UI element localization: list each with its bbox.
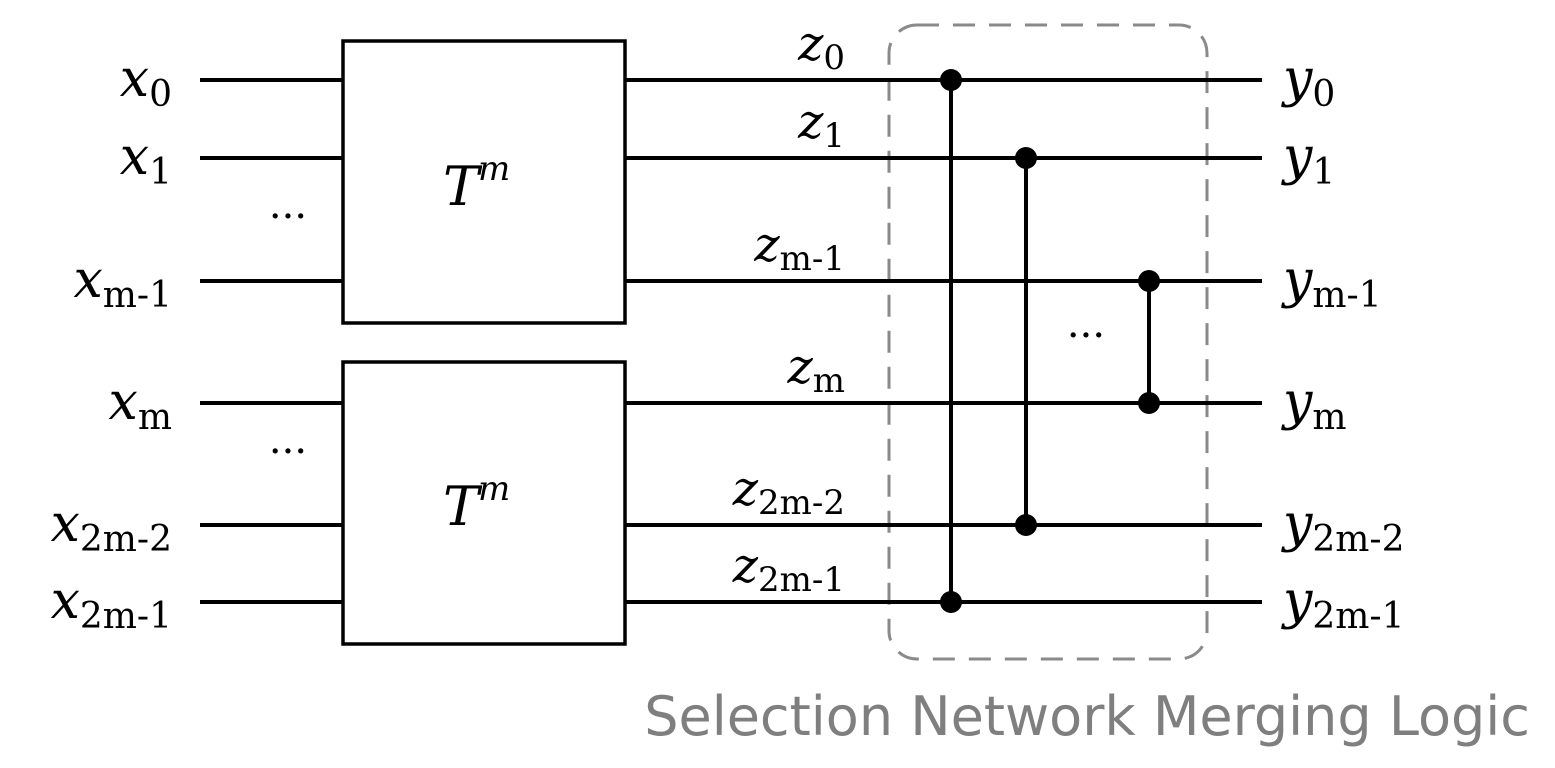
block-bottom-sup: m (478, 469, 510, 509)
intermediate-label-z2m-1: z2m-1 (732, 538, 845, 600)
intermediate-label-zm-1: zm-1 (753, 217, 845, 279)
output-label-ym-1: ym-1 (1281, 250, 1382, 316)
intermediate-label-z0: z0 (797, 16, 845, 78)
input-label-xm: xm (109, 372, 172, 438)
intermediate-label-zm: zm (786, 339, 845, 401)
input-label-x0: x0 (120, 49, 172, 115)
sorter-block-bottom: T m (341, 360, 627, 646)
ellipsis-inputs-bottom: ··· (269, 429, 307, 475)
input-label-x2m-2: x2m-2 (51, 494, 172, 560)
output-label-y2m-2: y2m-2 (1281, 494, 1405, 560)
merging-logic-region (887, 23, 1209, 661)
comparator-0-to-2m-1 (940, 69, 962, 613)
intermediate-label-z1: z1 (797, 94, 845, 156)
input-label-x2m-1: x2m-1 (51, 571, 172, 637)
block-top-sup: m (478, 149, 510, 189)
block-top-base: T (443, 155, 483, 218)
intermediate-label-z2m-2: z2m-2 (732, 461, 845, 523)
input-label-xm-1: xm-1 (73, 250, 172, 316)
ellipsis-comparators: ··· (1067, 313, 1105, 359)
ellipsis-inputs-top: ··· (269, 194, 307, 240)
comparator-1-to-2m-2 (1015, 147, 1037, 536)
comparator-m-1-to-m (1138, 270, 1160, 414)
output-label-y1: y1 (1281, 127, 1335, 193)
block-bottom-base: T (443, 475, 483, 538)
sorter-block-top: T m (341, 39, 627, 325)
output-label-y2m-1: y2m-1 (1281, 571, 1405, 637)
output-label-y0: y0 (1281, 49, 1335, 115)
region-caption: Selection Network Merging Logic (644, 685, 1530, 748)
output-label-ym: ym (1281, 372, 1347, 438)
input-label-x1: x1 (120, 127, 172, 193)
